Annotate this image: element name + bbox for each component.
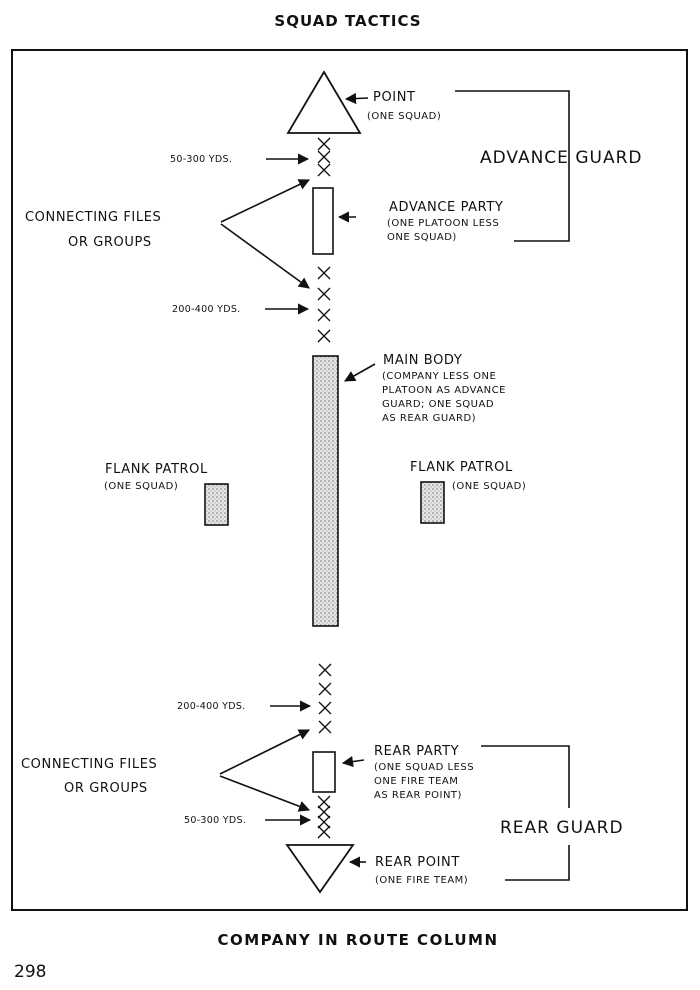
rear-guard-bracket-bottom — [505, 845, 570, 881]
main-body-arrow — [344, 363, 376, 382]
flank-patrol-left-sublabel: (ONE SQUAD) — [104, 481, 178, 492]
advance-guard-label: ADVANCE GUARD — [480, 148, 642, 168]
cross-mark — [317, 805, 331, 819]
cross-mark — [318, 663, 332, 677]
connecting-files-top-line-1: CONNECTING FILES — [25, 210, 161, 225]
distance-label-top-1: 50-300 YDS. — [170, 154, 232, 165]
cross-mark — [318, 682, 332, 696]
advance-party-sublabel-1: (ONE PLATOON LESS — [387, 218, 499, 229]
rear-party-sublabel-3: AS REAR POINT) — [374, 790, 462, 801]
advance-party-box — [312, 187, 334, 255]
connecting-top-arrow-down — [220, 223, 310, 289]
cross-mark — [317, 137, 331, 151]
rear-point-label: REAR POINT — [375, 855, 460, 870]
diagram-frame — [11, 49, 688, 911]
cross-mark — [318, 701, 332, 715]
cross-mark — [317, 825, 331, 839]
rear-guard-label: REAR GUARD — [500, 818, 624, 838]
flank-patrol-right-box — [420, 481, 445, 524]
rear-guard-bracket-top — [481, 745, 570, 808]
advance-party-sublabel-2: ONE SQUAD) — [387, 232, 457, 243]
main-body-sublabel-3: GUARD; ONE SQUAD — [382, 399, 494, 410]
flank-patrol-left-label: FLANK PATROL — [105, 462, 208, 477]
rear-point-triangle — [285, 844, 355, 894]
cross-mark — [317, 329, 331, 343]
connecting-files-crosses-bottom-2 — [317, 795, 331, 839]
distance-label-bottom-1: 200-400 YDS. — [177, 701, 245, 712]
distance-label-top-2: 200-400 YDS. — [172, 304, 240, 315]
cross-mark — [317, 163, 331, 177]
connecting-files-crosses-bottom-1 — [318, 663, 332, 734]
rear-party-sublabel-2: ONE FIRE TEAM — [374, 776, 458, 787]
rear-party-sublabel-1: (ONE SQUAD LESS — [374, 762, 474, 773]
cross-mark — [317, 266, 331, 280]
connecting-bottom-arrow-up — [219, 729, 311, 775]
flank-patrol-left-box — [204, 483, 229, 526]
connecting-files-bottom-line-2: OR GROUPS — [64, 781, 148, 796]
advance-guard-bracket — [455, 90, 570, 242]
cross-mark — [317, 815, 331, 829]
cross-mark — [317, 150, 331, 164]
connecting-top-arrow-up — [220, 179, 311, 223]
page-header-title: SQUAD TACTICS — [274, 12, 421, 30]
main-body-sublabel-1: (COMPANY LESS ONE — [382, 371, 496, 382]
main-body-sublabel-4: AS REAR GUARD) — [382, 413, 476, 424]
cross-mark — [317, 308, 331, 322]
rear-party-label: REAR PARTY — [374, 744, 459, 759]
rear-party-arrow — [341, 756, 365, 768]
connecting-files-crosses-top-2 — [317, 266, 331, 343]
connecting-files-top-line-2: OR GROUPS — [68, 235, 152, 250]
point-sublabel: (ONE SQUAD) — [367, 111, 441, 122]
flank-patrol-right-sublabel: (ONE SQUAD) — [452, 481, 526, 492]
connecting-files-bottom-line-1: CONNECTING FILES — [21, 757, 157, 772]
point-label: POINT — [373, 90, 416, 105]
cross-mark — [318, 720, 332, 734]
distance-label-bottom-2: 50-300 YDS. — [184, 815, 246, 826]
point-triangle — [286, 70, 362, 134]
rear-point-sublabel: (ONE FIRE TEAM) — [375, 875, 468, 886]
advance-party-label: ADVANCE PARTY — [389, 200, 503, 215]
cross-mark — [317, 795, 331, 809]
page-number: 298 — [14, 962, 46, 982]
figure-caption: COMPANY IN ROUTE COLUMN — [217, 931, 498, 949]
main-body-box — [312, 355, 339, 627]
main-body-sublabel-2: PLATOON AS ADVANCE — [382, 385, 506, 396]
flank-patrol-right-label: FLANK PATROL — [410, 460, 513, 475]
connecting-files-crosses-top-1 — [317, 137, 331, 177]
main-body-label: MAIN BODY — [383, 353, 462, 368]
connecting-bottom-arrow-down — [219, 775, 311, 812]
cross-mark — [317, 287, 331, 301]
rear-party-box — [312, 751, 336, 793]
point-arrow — [344, 92, 369, 105]
